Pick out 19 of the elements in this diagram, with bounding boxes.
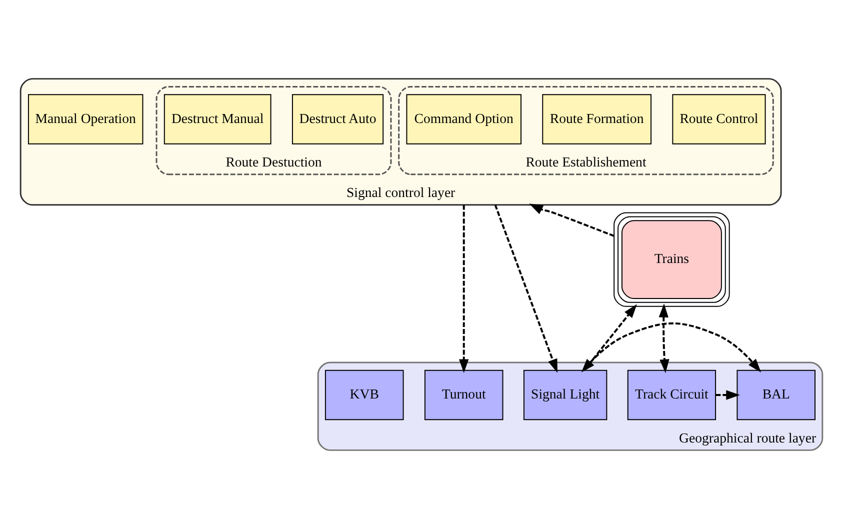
arrow [716,390,740,400]
node-box: Turnout [424,370,504,420]
node-box: Trains [614,212,730,307]
arrow [494,204,558,373]
node-box: Command Option [406,94,522,144]
node-box: BAL [736,370,816,420]
node-box: Manual Operation [28,94,144,144]
arrow [581,322,762,372]
node-box: Signal Light [523,370,608,420]
node-box: Route Formation [542,94,652,144]
arrow [658,304,670,374]
arrow [529,204,614,237]
arrow [459,204,469,374]
node-box: Destruct Auto [292,94,384,144]
arrow [584,304,637,371]
node-box: Route Control [672,94,766,144]
node-box: Destruct Manual [164,94,272,144]
node-box: Track Circuit [627,370,716,420]
node-box: KVB [324,370,404,420]
